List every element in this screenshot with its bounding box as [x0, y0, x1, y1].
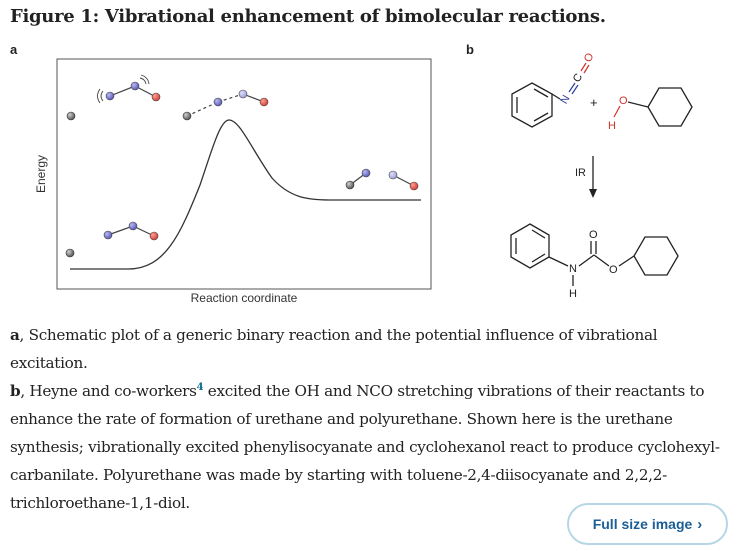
phenylisocyanate-structure: N C O	[511, 51, 597, 128]
product-carbonyl-o: O	[589, 229, 598, 241]
figure-graphic: Energy Reaction coordinate	[34, 51, 693, 305]
product-ester-o: O	[609, 264, 618, 276]
cyclohexanol-structure: H O	[608, 87, 693, 132]
ground-state-molecule	[103, 221, 159, 241]
caption-a-text: , Schematic plot of a generic binary rea…	[10, 326, 658, 372]
carbanilate-structure: N H O O	[510, 223, 679, 300]
reaction-arrow: IR	[575, 156, 597, 198]
chevron-right-icon: ›	[697, 515, 703, 533]
hydroxyl-h: H	[608, 120, 616, 132]
hydroxyl-o: O	[619, 95, 628, 107]
caption-b-text-1: , Heyne and co-workers	[20, 382, 197, 400]
figure-caption: a, Schematic plot of a generic binary re…	[10, 321, 730, 517]
full-size-image-label: Full size image	[592, 516, 693, 532]
y-axis-label: Energy	[34, 155, 48, 193]
transition-state-molecule	[182, 89, 269, 121]
panel-a-label: a	[10, 42, 18, 57]
product-molecules	[345, 168, 419, 191]
atom-top-left	[66, 111, 76, 121]
caption-a-label: a	[10, 326, 20, 344]
plot-frame	[56, 58, 432, 290]
isocyanate-n: N	[558, 93, 572, 106]
x-axis-label: Reaction coordinate	[191, 291, 298, 305]
panel-b-label: b	[466, 42, 474, 57]
caption-b-text-2: excited the OH and NCO stretching vibrat…	[10, 382, 720, 512]
isocyanate-c: C	[571, 72, 585, 85]
product-h: H	[569, 288, 577, 300]
full-size-image-button[interactable]: Full size image ›	[567, 503, 728, 545]
excited-molecule-top-left	[97, 74, 161, 104]
plus-sign: +	[590, 95, 598, 110]
energy-curve	[70, 119, 421, 270]
reference-link[interactable]: 4	[196, 382, 204, 393]
panel-a-plot: Energy Reaction coordinate	[34, 58, 432, 305]
figure-title: Figure 1: Vibrational enhancement of bim…	[10, 6, 606, 27]
caption-b-label: b	[10, 382, 21, 400]
isocyanate-o: O	[582, 51, 597, 65]
atom-bottom-left	[65, 248, 75, 258]
product-n: N	[569, 263, 577, 275]
ir-label: IR	[575, 167, 586, 179]
panel-b-scheme: N C O + H O IR	[510, 51, 693, 300]
